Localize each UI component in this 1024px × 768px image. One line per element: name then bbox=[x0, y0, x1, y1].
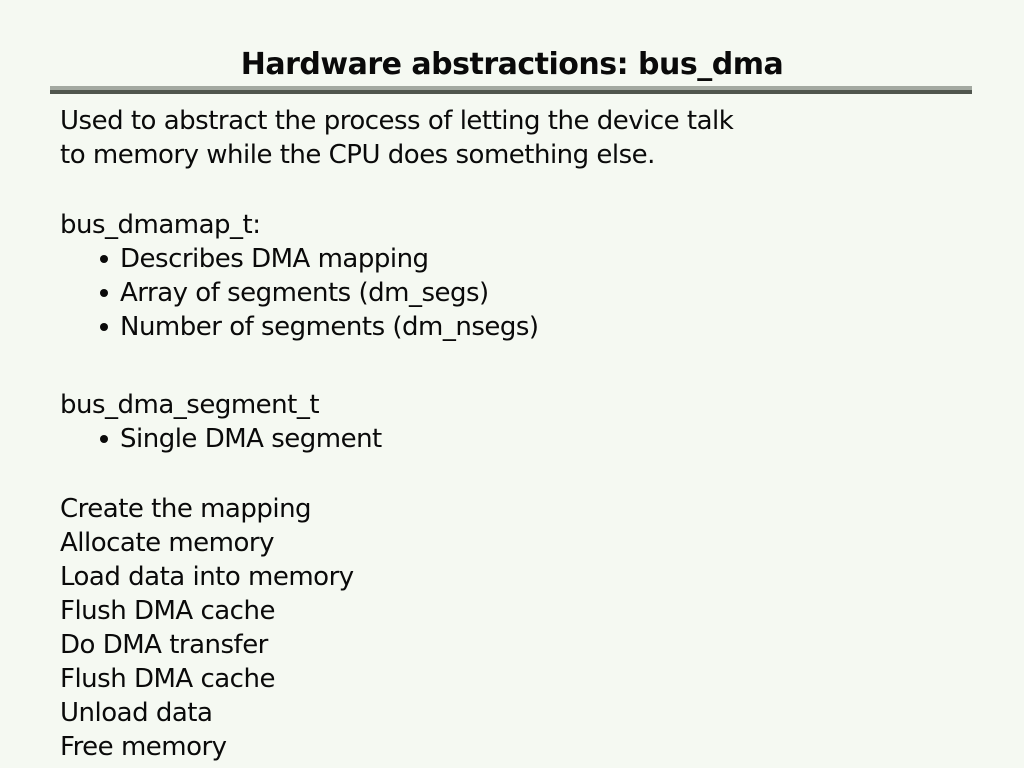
slide-body: Used to abstract the process of letting … bbox=[0, 94, 1024, 764]
step-line: Flush DMA cache bbox=[60, 664, 275, 694]
intro-line: Used to abstract the process of letting … bbox=[60, 106, 734, 136]
bullet-list-bus-dma-segment-t: Single DMA segment bbox=[60, 422, 984, 456]
title-divider bbox=[50, 86, 972, 94]
step-line: Unload data bbox=[60, 698, 213, 728]
intro-line: to memory while the CPU does something e… bbox=[60, 140, 655, 170]
spacer bbox=[60, 344, 984, 388]
bullet-text: Array of segments (dm_segs) bbox=[120, 278, 489, 308]
bullet-item: Describes DMA mapping bbox=[60, 242, 984, 276]
divider-top-band bbox=[50, 86, 972, 90]
bullet-dot-icon bbox=[100, 289, 108, 297]
bullet-list-bus-dmamap-t: Describes DMA mapping Array of segments … bbox=[60, 242, 984, 344]
spacer bbox=[60, 456, 984, 492]
bullet-dot-icon bbox=[100, 255, 108, 263]
step-line: Flush DMA cache bbox=[60, 596, 275, 626]
bullet-item: Number of segments (dm_nsegs) bbox=[60, 310, 984, 344]
step-line: Free memory bbox=[60, 732, 227, 762]
bullet-text: Single DMA segment bbox=[120, 424, 382, 454]
step-line: Load data into memory bbox=[60, 562, 354, 592]
bullet-dot-icon bbox=[100, 323, 108, 331]
spacer bbox=[60, 172, 984, 208]
bullet-dot-icon bbox=[100, 435, 108, 443]
bullet-text: Number of segments (dm_nsegs) bbox=[120, 312, 539, 342]
bullet-item: Single DMA segment bbox=[60, 422, 984, 456]
bullet-item: Array of segments (dm_segs) bbox=[60, 276, 984, 310]
section-heading-bus-dmamap-t: bus_dmamap_t: bbox=[60, 210, 261, 240]
step-line: Do DMA transfer bbox=[60, 630, 268, 660]
step-line: Create the mapping bbox=[60, 494, 312, 524]
section-heading-bus-dma-segment-t: bus_dma_segment_t bbox=[60, 390, 320, 420]
divider-bottom-band bbox=[50, 90, 972, 94]
step-line: Allocate memory bbox=[60, 528, 274, 558]
bullet-text: Describes DMA mapping bbox=[120, 244, 429, 274]
slide-title: Hardware abstractions: bus_dma bbox=[240, 47, 784, 82]
